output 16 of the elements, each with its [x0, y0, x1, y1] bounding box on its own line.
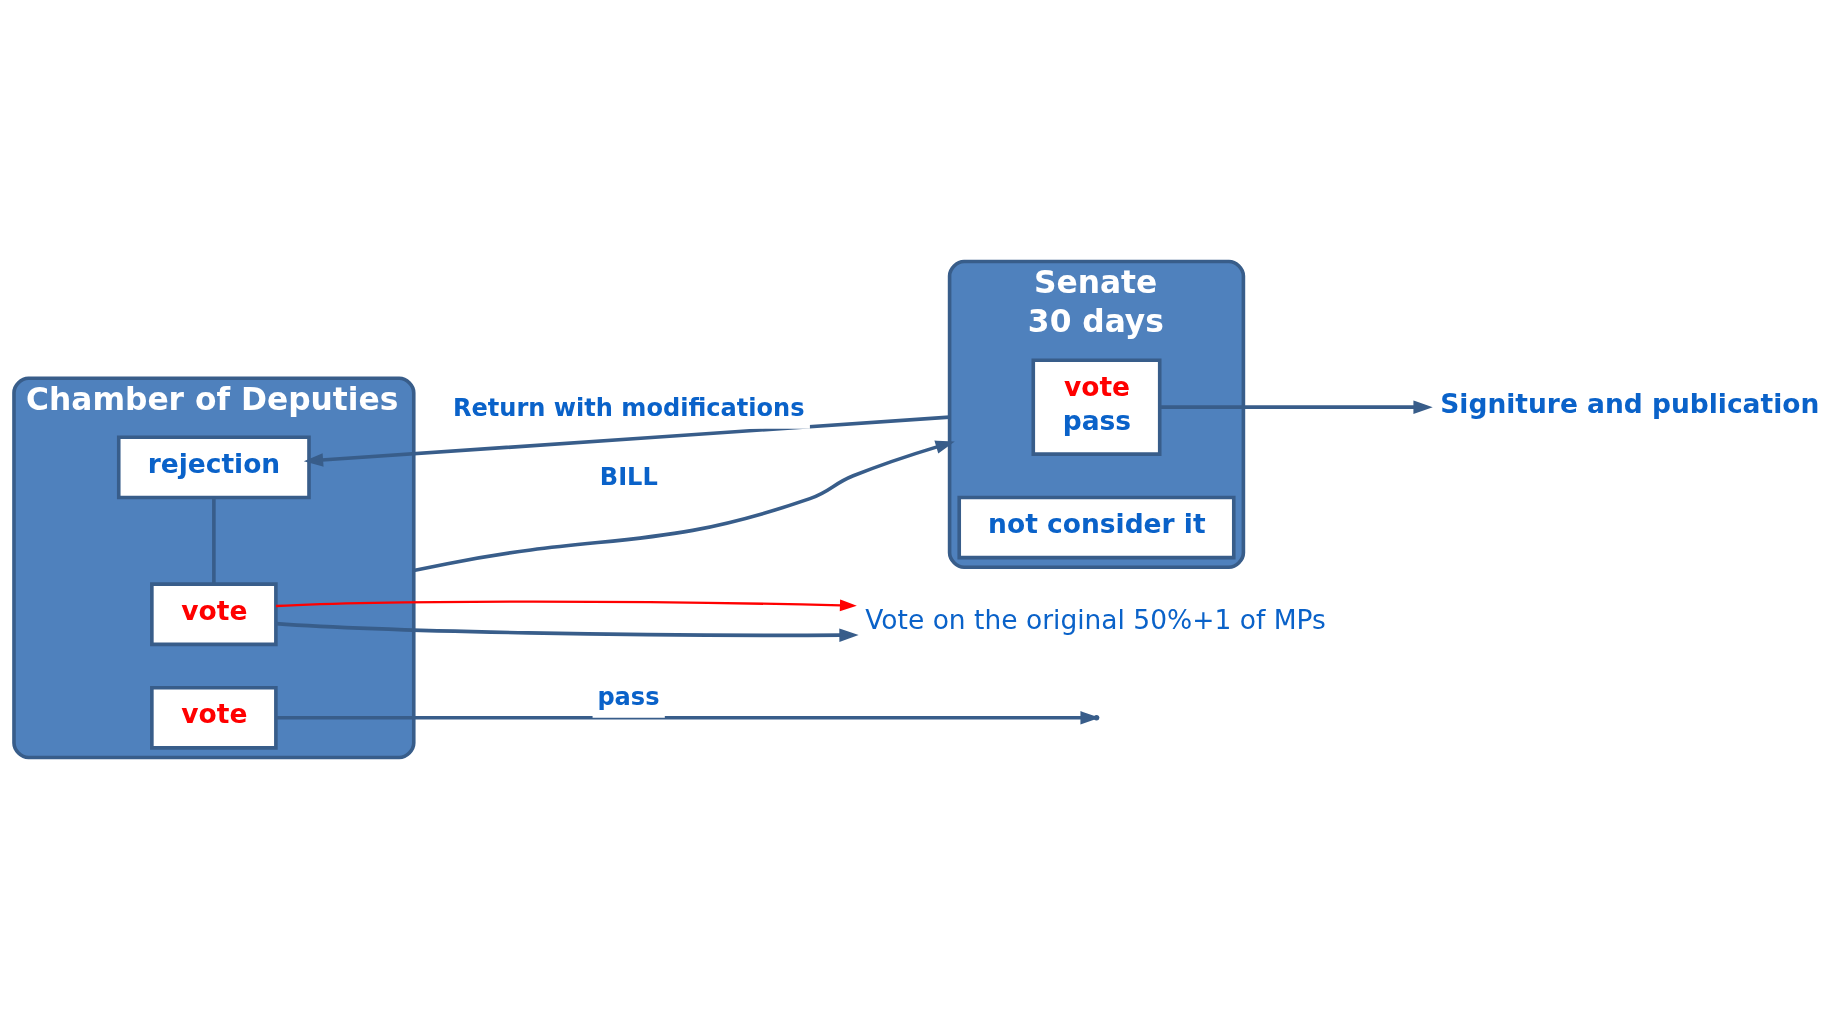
arrow	[1160, 399, 1433, 414]
node-text: Vote on the original 50%+1 of MPs	[865, 603, 1326, 635]
node-box: not consider it	[957, 495, 1236, 559]
arrow	[275, 621, 859, 642]
edge-label: pass	[597, 682, 660, 711]
node-box: vote pass	[1031, 357, 1162, 456]
arrow	[303, 414, 950, 467]
arrow	[275, 598, 857, 611]
edge-label: Return with modifications	[452, 393, 805, 422]
arrow	[413, 440, 955, 572]
edge-label: BILL	[599, 462, 658, 491]
node-box: vote	[150, 685, 278, 750]
node-box: vote	[150, 581, 278, 646]
node-text: Signiture and publication	[1440, 387, 1820, 419]
connector	[212, 497, 216, 584]
node-box: rejection	[116, 434, 311, 499]
